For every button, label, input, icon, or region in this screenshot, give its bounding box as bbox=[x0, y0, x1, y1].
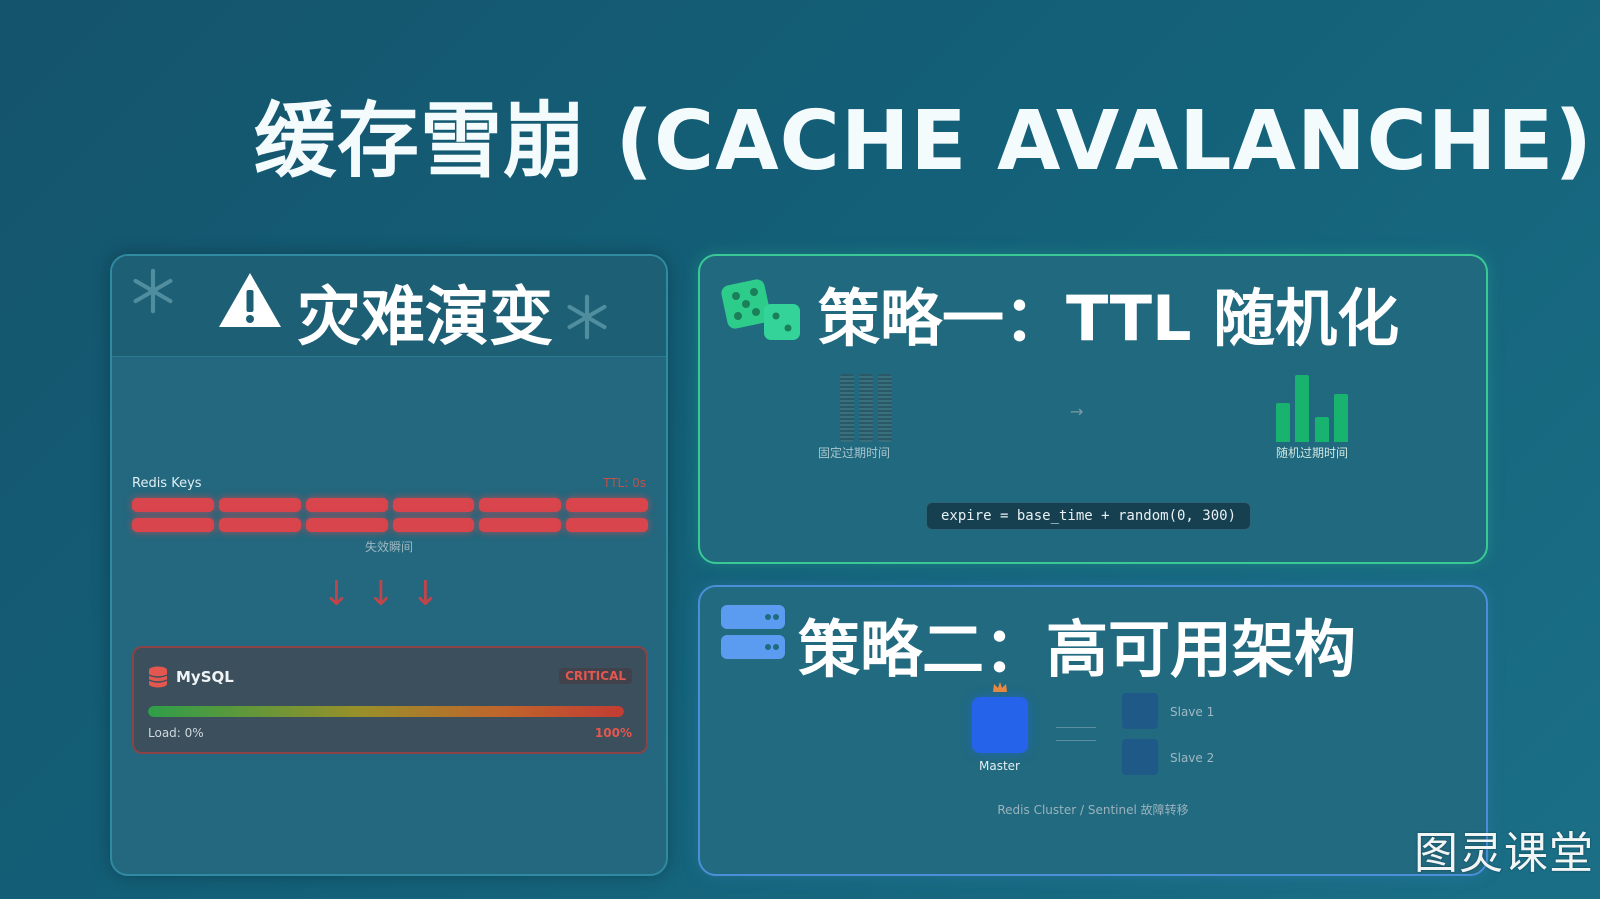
strategy2-card: 策略二：高可用架构 Master Slave 1 Slave 2 Redis C… bbox=[698, 585, 1488, 876]
slave1-label: Slave 1 bbox=[1170, 705, 1215, 719]
disaster-card: 灾难演变 Redis Keys TTL: 0s 失效瞬间 ↓↓↓ MySQL C… bbox=[110, 254, 668, 876]
redis-key-block bbox=[132, 498, 214, 512]
database-icon bbox=[148, 666, 168, 688]
random-expire-bars bbox=[1276, 372, 1348, 442]
mysql-panel: MySQL CRITICAL Load: 0% 100% bbox=[132, 646, 648, 754]
snowflake-icon bbox=[133, 268, 173, 314]
crown-icon bbox=[993, 682, 1007, 692]
load-progress-fill bbox=[148, 706, 624, 717]
load-label: Load: 0% bbox=[148, 726, 204, 740]
watermark-logo: 图灵课堂 bbox=[1414, 828, 1594, 879]
strategy1-card: 策略一：TTL 随机化 固定过期时间 → 随机过期时间 expire = bas… bbox=[698, 254, 1488, 564]
redis-key-block bbox=[218, 498, 301, 512]
dice-icon bbox=[721, 279, 800, 340]
disaster-title: 灾难演变 bbox=[297, 281, 553, 355]
slave2-label: Slave 2 bbox=[1170, 751, 1215, 765]
fixed-bar bbox=[840, 374, 854, 442]
warning-icon bbox=[219, 273, 281, 327]
random-bar bbox=[1333, 394, 1348, 442]
load-max-label: 100% bbox=[594, 726, 632, 740]
replication-lines bbox=[1056, 727, 1096, 741]
server-icon bbox=[721, 605, 785, 659]
redis-key-block bbox=[305, 518, 388, 532]
fixed-bar bbox=[878, 374, 892, 442]
arrow-icon: → bbox=[1070, 402, 1084, 421]
disaster-card-header: 灾难演变 bbox=[112, 256, 666, 357]
slave-node-2 bbox=[1122, 739, 1158, 775]
random-bar bbox=[1295, 375, 1310, 442]
fixed-expire-label: 固定过期时间 bbox=[818, 446, 891, 460]
redis-key-block bbox=[392, 518, 475, 532]
redis-key-block bbox=[566, 518, 648, 532]
fixed-bar bbox=[859, 374, 873, 442]
master-label: Master bbox=[979, 759, 1020, 773]
load-progress-bar bbox=[148, 706, 624, 717]
mysql-label: MySQL bbox=[176, 668, 234, 686]
random-bar bbox=[1276, 403, 1290, 442]
redis-keys-label: Redis Keys bbox=[132, 476, 202, 491]
page-title-wrap: 缓存雪崩 (CACHE AVALANCHE) bbox=[220, 78, 1592, 189]
redis-key-block bbox=[218, 518, 301, 532]
page-title: 缓存雪崩 (CACHE AVALANCHE) bbox=[254, 93, 1593, 189]
redis-key-block bbox=[479, 498, 562, 512]
slave-node-1 bbox=[1122, 693, 1158, 729]
random-expire-label: 随机过期时间 bbox=[1276, 446, 1349, 460]
redis-key-block bbox=[305, 498, 388, 512]
status-badge: CRITICAL bbox=[559, 668, 632, 684]
down-arrows: ↓↓↓ bbox=[322, 574, 456, 614]
code-snippet: expire = base_time + random(0, 300) bbox=[926, 502, 1252, 530]
redis-key-block bbox=[566, 498, 648, 512]
strategy2-title: 策略二：高可用架构 bbox=[798, 613, 1357, 686]
redis-key-block bbox=[132, 518, 214, 532]
expire-moment-label: 失效瞬间 bbox=[364, 540, 413, 554]
random-bar bbox=[1314, 417, 1329, 442]
master-node bbox=[972, 697, 1028, 753]
snowflake-icon bbox=[567, 294, 607, 340]
redis-key-grid bbox=[132, 498, 648, 532]
fixed-expire-bars bbox=[840, 374, 892, 442]
redis-key-block bbox=[392, 498, 475, 512]
ttl-label: TTL: 0s bbox=[603, 476, 646, 490]
cluster-label: Redis Cluster / Sentinel 故障转移 bbox=[997, 803, 1189, 817]
redis-key-block bbox=[479, 518, 562, 532]
strategy1-title: 策略一：TTL 随机化 bbox=[818, 282, 1400, 355]
